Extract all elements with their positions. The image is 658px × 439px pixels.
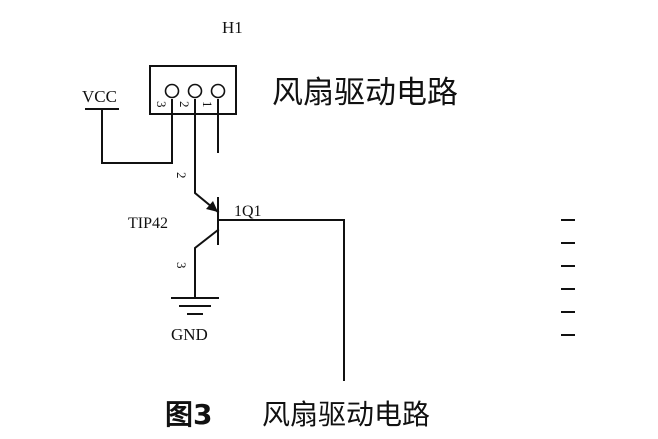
collector-pin-number: 3 <box>174 262 189 269</box>
connector-pin-2-number: 2 <box>177 101 192 108</box>
figure-caption-title: 风扇驱动电路 <box>262 398 430 431</box>
connector-pin-1-hole <box>210 83 226 99</box>
emitter-arrow <box>206 201 218 212</box>
vcc-label: VCC <box>82 87 117 106</box>
emitter-wire <box>194 99 220 214</box>
figure-number: 图3 <box>165 398 212 431</box>
connector-pin-2-hole <box>187 83 203 99</box>
vcc-wire <box>101 99 173 164</box>
collector-wire <box>194 228 220 297</box>
transistor-ref: 1Q1 <box>234 203 262 220</box>
connector-pin-1-number: 1 <box>200 101 215 108</box>
circuit-title: 风扇驱动电路 <box>272 75 458 111</box>
emitter-pin-number: 2 <box>174 172 189 179</box>
connector-ref-label: H1 <box>222 18 243 37</box>
connector-pin-3-hole <box>164 83 180 99</box>
connector-body <box>149 65 237 115</box>
base-wire <box>217 219 345 381</box>
ground-label: GND <box>171 325 208 344</box>
transistor-part-number: TIP42 <box>128 215 168 232</box>
connector-pin-3-number: 3 <box>154 101 169 108</box>
